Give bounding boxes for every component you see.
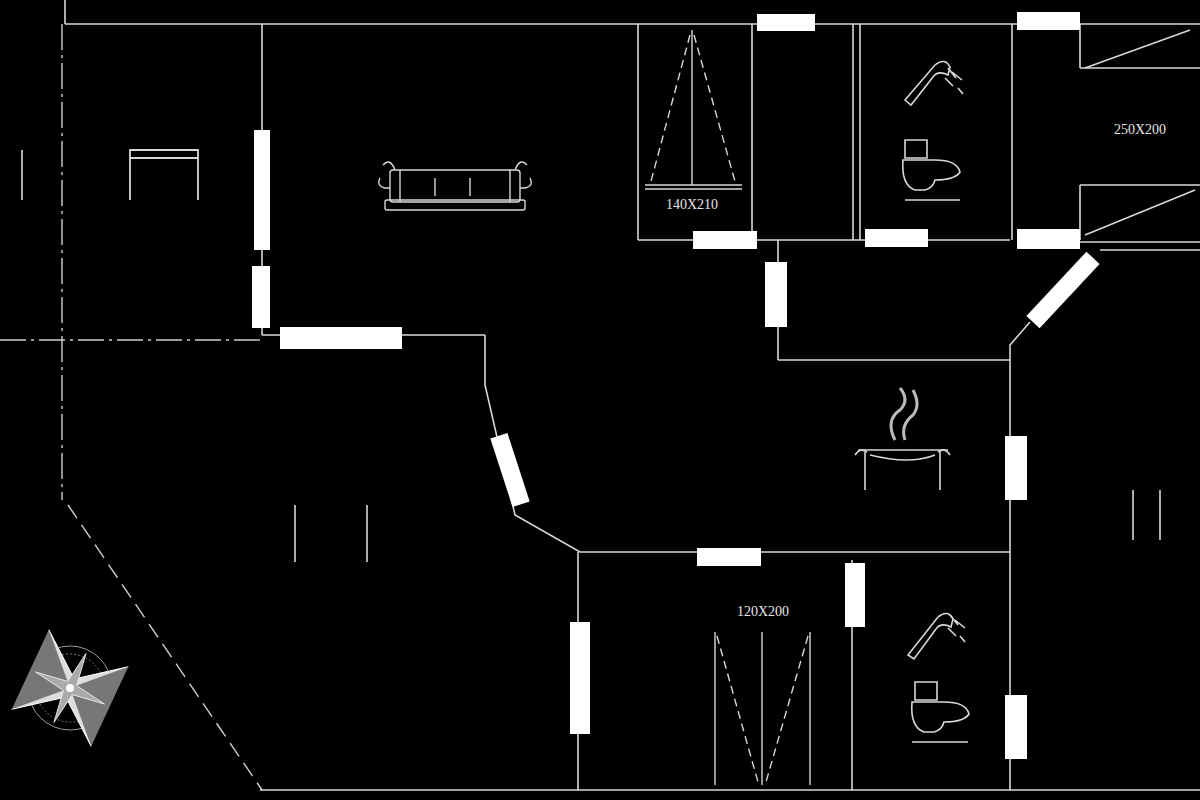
shower-closet [645, 30, 742, 189]
walls [65, 0, 1200, 790]
wardrobe-symbol [715, 632, 810, 785]
dimension-label: 120X200 [735, 604, 791, 619]
openings [252, 12, 1100, 759]
marks [22, 150, 1160, 562]
dimension-label: 140X210 [664, 197, 720, 212]
dimension-label: 250X200 [1112, 122, 1168, 137]
bathroom-fixtures-bottom [908, 613, 969, 742]
bathroom-fixtures-top [903, 61, 963, 200]
stove-symbol [855, 388, 950, 490]
compass-rose [0, 609, 149, 768]
sofa-symbol [379, 162, 531, 210]
table-symbol [130, 150, 198, 200]
